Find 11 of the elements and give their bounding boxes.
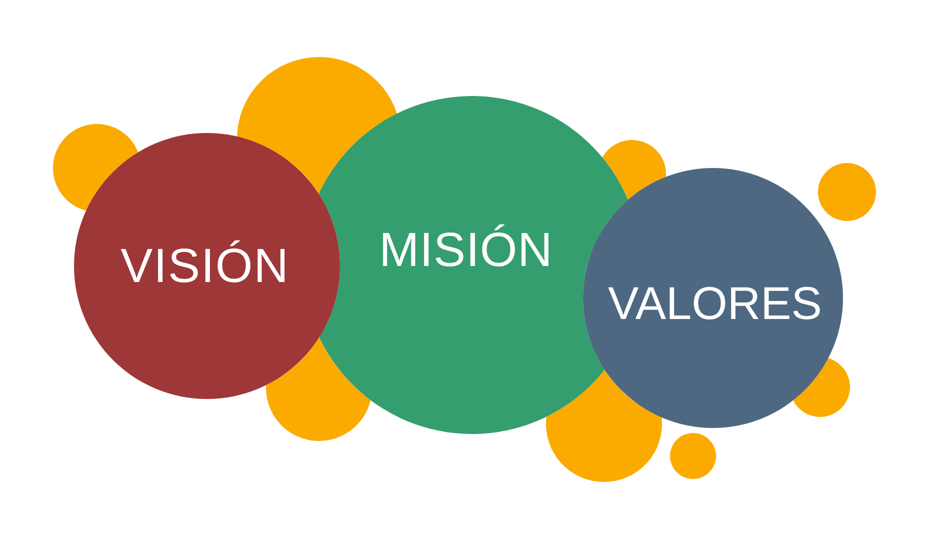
- topic-circle: [583, 168, 843, 428]
- decorative-bubble: [670, 433, 716, 479]
- decorative-bubble: [546, 369, 662, 482]
- decorative-bubble: [266, 337, 371, 441]
- decorative-bubble: [818, 163, 876, 221]
- decorative-bubble: [793, 358, 850, 417]
- decorative-bubble: [53, 124, 139, 211]
- decorative-bubble: [237, 57, 397, 194]
- decorative-bubble: [602, 140, 666, 200]
- topic-label: VALORES: [608, 280, 822, 326]
- topic-circle: [74, 133, 340, 399]
